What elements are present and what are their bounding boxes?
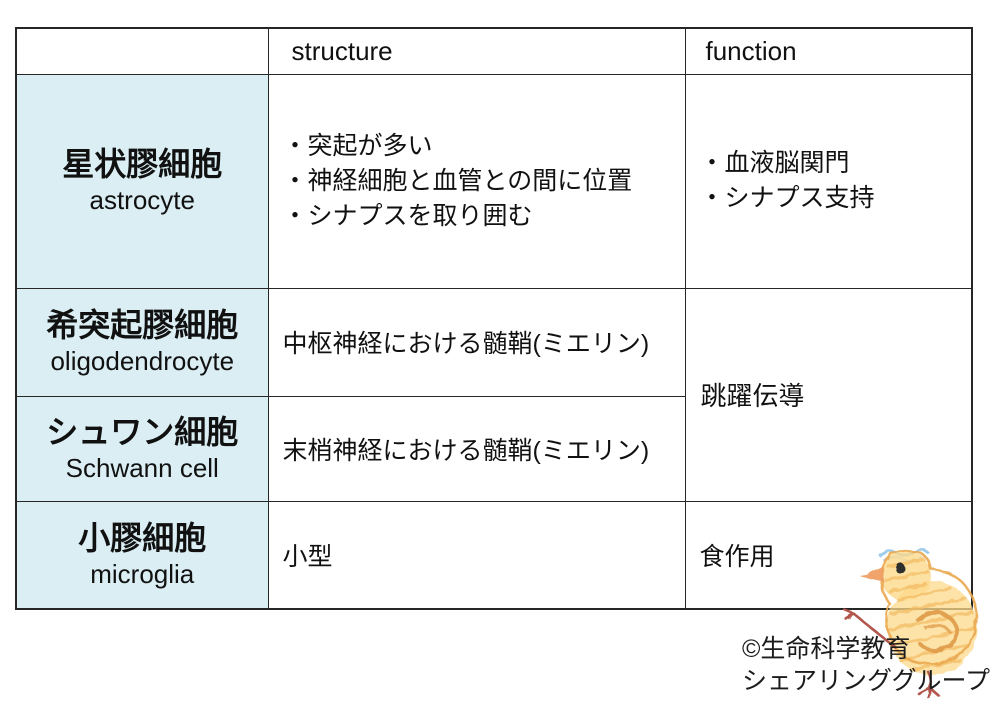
oligodendrocyte-structure-cell: 中枢神経における髄鞘(ミエリン) — [267, 287, 686, 397]
microglia-name-jp: 小膠細胞 — [78, 519, 207, 556]
row-oligodendrocyte: 希突起膠細胞 oligodendrocyte 中枢神経における髄鞘(ミエリン) … — [15, 287, 973, 502]
schwann-label-cell: シュワン細胞 Schwann cell — [15, 395, 269, 502]
oligodendrocyte-label-cell: 希突起膠細胞 oligodendrocyte — [15, 287, 269, 397]
glia-cells-table: structure function 星状膠細胞 astrocyte ・突起が多… — [15, 27, 973, 610]
structure-line: ・神経細胞と血管との間に位置 — [282, 166, 633, 195]
schwann-structure-cell: 末梢神経における髄鞘(ミエリン) — [267, 395, 686, 502]
copyright-credit: ©生命科学教育 シェアリンググループ — [742, 633, 990, 697]
saltatory-conduction-merged-cell: 跳躍伝導 — [684, 287, 973, 502]
microglia-label-cell: 小膠細胞 microglia — [15, 500, 269, 610]
function-line: ・シナプス支持 — [699, 184, 875, 212]
schwann-name-en: Schwann cell — [65, 452, 219, 483]
astrocyte-name-jp: 星状膠細胞 — [62, 146, 223, 183]
astrocyte-function-cell: ・血液脳関門 ・シナプス支持 — [684, 73, 973, 289]
header-corner-cell — [15, 27, 269, 75]
microglia-structure-cell: 小型 — [267, 500, 686, 610]
astrocyte-name-en: astrocyte — [89, 185, 196, 216]
structure-line: ・シナプスを取り囲む — [282, 201, 533, 230]
row-schwann-cell: シュワン細胞 Schwann cell 末梢神経における髄鞘(ミエリン) — [15, 395, 972, 502]
credit-line2: シェアリンググループ — [742, 667, 991, 695]
astrocyte-structure-cell: ・突起が多い ・神経細胞と血管との間に位置 ・シナプスを取り囲む — [267, 73, 686, 289]
credit-line1: ©生命科学教育 — [742, 635, 911, 663]
microglia-function-cell: 食作用 — [684, 500, 973, 610]
microglia-name-en: microglia — [90, 558, 195, 589]
structure-line: ・突起が多い — [282, 131, 433, 160]
row-microglia: 小膠細胞 microglia 小型 食作用 — [15, 500, 973, 610]
astrocyte-label-cell: 星状膠細胞 astrocyte — [15, 73, 269, 289]
oligodendrocyte-name-jp: 希突起膠細胞 — [46, 307, 239, 344]
header-structure: structure — [267, 27, 686, 75]
header-row: structure function — [15, 27, 973, 75]
header-function: function — [684, 27, 973, 75]
function-line: ・血液脳関門 — [699, 149, 850, 177]
oligodendrocyte-name-en: oligodendrocyte — [50, 346, 235, 377]
schwann-name-jp: シュワン細胞 — [46, 413, 239, 450]
row-astrocyte: 星状膠細胞 astrocyte ・突起が多い ・神経細胞と血管との間に位置 ・シ… — [15, 73, 973, 289]
